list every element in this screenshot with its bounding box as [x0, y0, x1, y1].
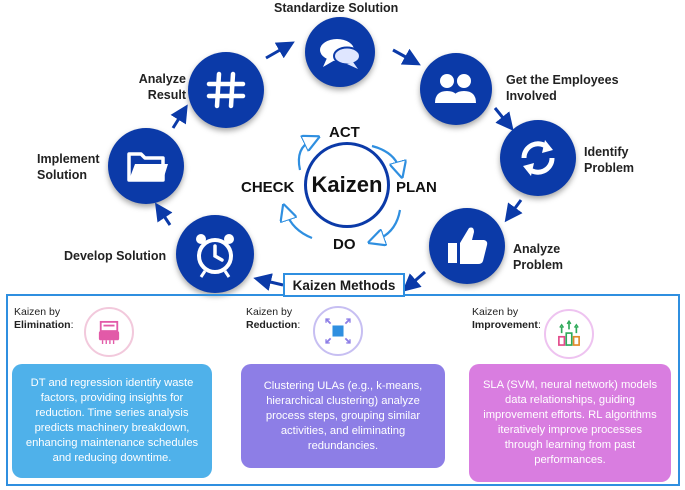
chat-bubbles-icon [320, 39, 361, 69]
arrow-methods-to-develop [253, 273, 284, 291]
arrow-check-to-act [297, 140, 312, 171]
alarm-clock-icon [196, 234, 234, 278]
kaizen-center-label: Kaizen [311, 172, 383, 197]
methods-title: Kaizen Methods [283, 273, 405, 297]
hashtag-icon [206, 71, 246, 109]
elimination-icon-ring [84, 307, 134, 357]
arrow-result-to-standardize [265, 41, 295, 60]
elimination-text: DT and regression identify waste factors… [25, 377, 199, 464]
refresh-icon [521, 140, 555, 176]
improvement-heading: Kaizen by Improvement: [472, 306, 541, 331]
standardize-circle [305, 17, 375, 87]
phase-plan: PLAN [396, 179, 437, 196]
phase-act: ACT [329, 124, 360, 141]
elimination-name: Elimination [14, 319, 71, 331]
elimination-card: DT and regression identify waste factors… [12, 364, 212, 478]
reduction-name: Reduction [246, 319, 298, 331]
people-icon [435, 74, 476, 103]
step-standardize-label: Standardize Solution [274, 1, 399, 15]
elimination-heading: Kaizen by Elimination: [14, 306, 74, 331]
pdca-arrows [250, 118, 430, 258]
develop-circle [176, 215, 254, 293]
shredder-icon [98, 320, 120, 344]
step-identify-label: Identify Problem [584, 145, 635, 175]
arrow-standardize-to-employees [392, 48, 421, 66]
step-analyze-result-label: Analyze Result [138, 72, 186, 102]
improvement-text: SLA (SVM, neural network) models data re… [482, 379, 658, 466]
thumbs-up-icon [448, 227, 488, 264]
improvement-icon-ring [544, 309, 594, 359]
improvement-name: Improvement [472, 319, 538, 331]
folder-icon [127, 152, 168, 182]
kaizen-center-ring [304, 142, 390, 228]
identify-circle [500, 120, 576, 196]
improvement-card: SLA (SVM, neural network) models data re… [469, 364, 671, 482]
arrow-act-to-plan [371, 144, 400, 170]
reduction-icon-ring [313, 306, 363, 356]
reduction-heading: Kaizen by Reduction: [246, 306, 301, 331]
arrow-identify-to-analyze [504, 199, 523, 223]
step-employees-label: Get the Employees Involved [506, 73, 619, 103]
step-analyze-problem-label: Analyze Problem [513, 242, 564, 272]
arrow-develop-to-implement [155, 202, 173, 226]
reduction-prefix: Kaizen by [246, 306, 293, 318]
step-develop-label: Develop Solution [64, 249, 167, 263]
step-implement-label: Implement Solution [37, 152, 100, 182]
shrink-icon [325, 318, 351, 344]
growth-bars-icon [558, 319, 580, 346]
step-arrows [155, 41, 523, 292]
reduction-card: Clustering ULAs (e.g., k-means, hierarch… [241, 364, 445, 468]
elimination-prefix: Kaizen by [14, 306, 61, 318]
phase-do: DO [333, 236, 356, 253]
arrow-employees-to-identify [493, 107, 514, 131]
implement-circle [108, 128, 184, 204]
analyze-problem-circle [429, 208, 505, 284]
phase-check: CHECK [241, 179, 295, 196]
employees-circle [420, 53, 492, 125]
reduction-text: Clustering ULAs (e.g., k-means, hierarch… [263, 379, 423, 452]
arrow-do-to-check [286, 212, 313, 240]
arrow-analyze-to-methods [402, 270, 426, 292]
arrow-plan-to-do [376, 209, 402, 240]
analyze-result-circle [188, 52, 264, 128]
improvement-prefix: Kaizen by [472, 306, 519, 318]
arrow-implement-to-result [170, 104, 188, 129]
